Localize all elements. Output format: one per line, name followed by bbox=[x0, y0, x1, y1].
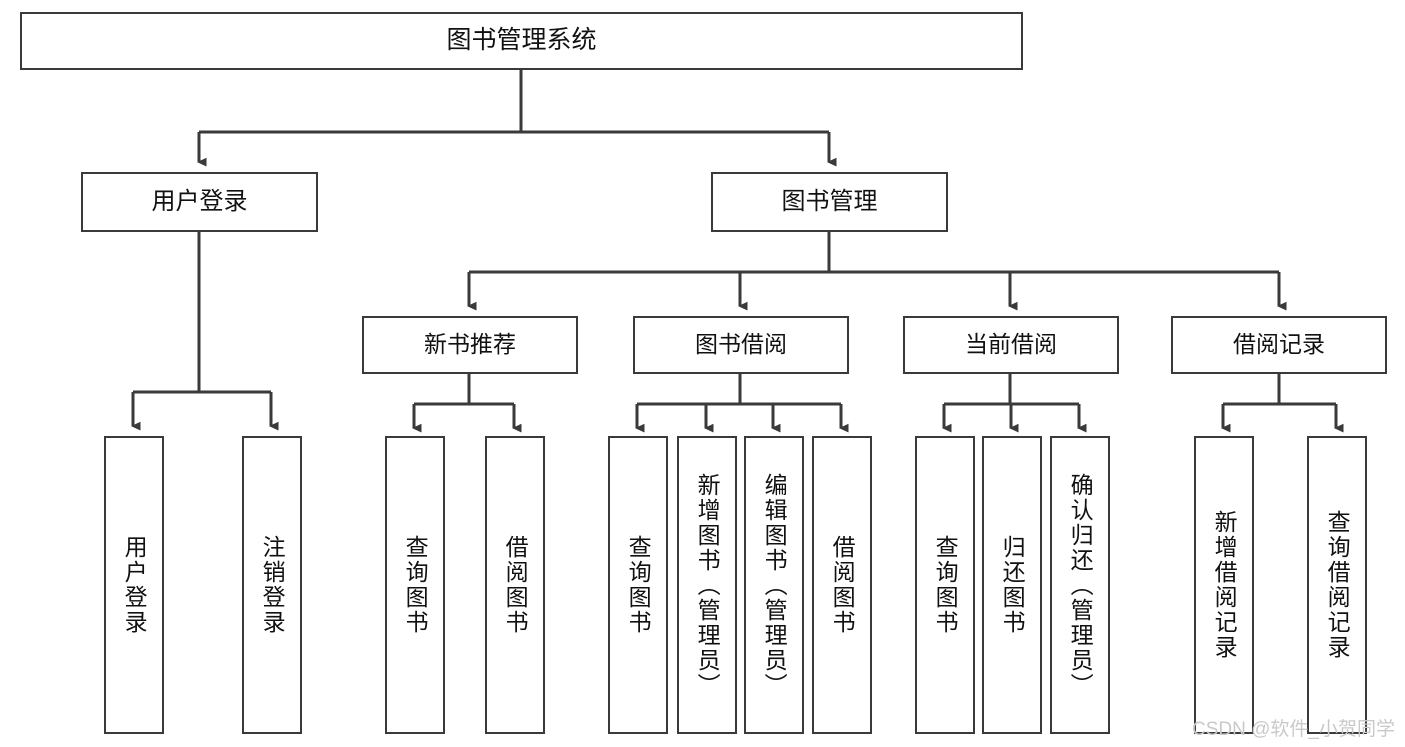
leaf-query-borrow-record[interactable]: 查询借阅记录 bbox=[1307, 436, 1367, 734]
node-borrow-records[interactable]: 借阅记录 bbox=[1171, 316, 1387, 374]
leaf-confirm-return-admin[interactable]: 确认归还（管理员） bbox=[1050, 436, 1110, 734]
watermark-text: CSDN @软件_小贺同学 bbox=[1192, 719, 1395, 740]
leaf-user-login-label: 用户登录 bbox=[121, 535, 148, 635]
leaf-add-borrow-record[interactable]: 新增借阅记录 bbox=[1194, 436, 1254, 734]
leaf-query-book-borrow-label: 查询图书 bbox=[625, 535, 652, 635]
node-book-borrow[interactable]: 图书借阅 bbox=[633, 316, 849, 374]
node-borrow-records-label: 借阅记录 bbox=[1233, 331, 1325, 358]
node-book-manage-label: 图书管理 bbox=[781, 187, 878, 215]
node-new-book-recommend-label: 新书推荐 bbox=[424, 331, 516, 358]
leaf-user-login[interactable]: 用户登录 bbox=[104, 436, 164, 734]
node-book-borrow-label: 图书借阅 bbox=[695, 331, 787, 358]
leaf-borrow-book-recommend[interactable]: 借阅图书 bbox=[485, 436, 545, 734]
leaf-query-book-current-label: 查询图书 bbox=[932, 535, 959, 635]
leaf-query-book-borrow[interactable]: 查询图书 bbox=[608, 436, 668, 734]
leaf-borrow-book-recommend-label: 借阅图书 bbox=[502, 535, 529, 635]
leaf-return-book-label: 归还图书 bbox=[999, 535, 1026, 635]
leaf-borrow-book-label: 借阅图书 bbox=[829, 535, 856, 635]
node-root-label: 图书管理系统 bbox=[446, 26, 597, 55]
node-user-login[interactable]: 用户登录 bbox=[81, 172, 318, 232]
node-root[interactable]: 图书管理系统 bbox=[20, 12, 1023, 70]
leaf-query-book-recommend[interactable]: 查询图书 bbox=[385, 436, 445, 734]
leaf-add-book-admin[interactable]: 新增图书（管理员） bbox=[677, 436, 737, 734]
leaf-add-book-admin-label: 新增图书（管理员） bbox=[694, 472, 721, 698]
leaf-edit-book-admin[interactable]: 编辑图书（管理员） bbox=[744, 436, 804, 734]
node-new-book-recommend[interactable]: 新书推荐 bbox=[362, 316, 578, 374]
node-user-login-label: 用户登录 bbox=[151, 187, 248, 215]
node-current-borrow-label: 当前借阅 bbox=[965, 331, 1057, 358]
leaf-query-borrow-record-label: 查询借阅记录 bbox=[1324, 510, 1351, 660]
leaf-query-book-recommend-label: 查询图书 bbox=[402, 535, 429, 635]
leaf-logout-label: 注销登录 bbox=[259, 535, 286, 635]
node-book-manage[interactable]: 图书管理 bbox=[711, 172, 948, 232]
leaf-borrow-book[interactable]: 借阅图书 bbox=[812, 436, 872, 734]
leaf-add-borrow-record-label: 新增借阅记录 bbox=[1211, 510, 1238, 660]
leaf-return-book[interactable]: 归还图书 bbox=[982, 436, 1042, 734]
node-current-borrow[interactable]: 当前借阅 bbox=[903, 316, 1119, 374]
leaf-query-book-current[interactable]: 查询图书 bbox=[915, 436, 975, 734]
leaf-logout[interactable]: 注销登录 bbox=[242, 436, 302, 734]
leaf-confirm-return-admin-label: 确认归还（管理员） bbox=[1067, 472, 1094, 698]
leaf-edit-book-admin-label: 编辑图书（管理员） bbox=[761, 472, 788, 698]
